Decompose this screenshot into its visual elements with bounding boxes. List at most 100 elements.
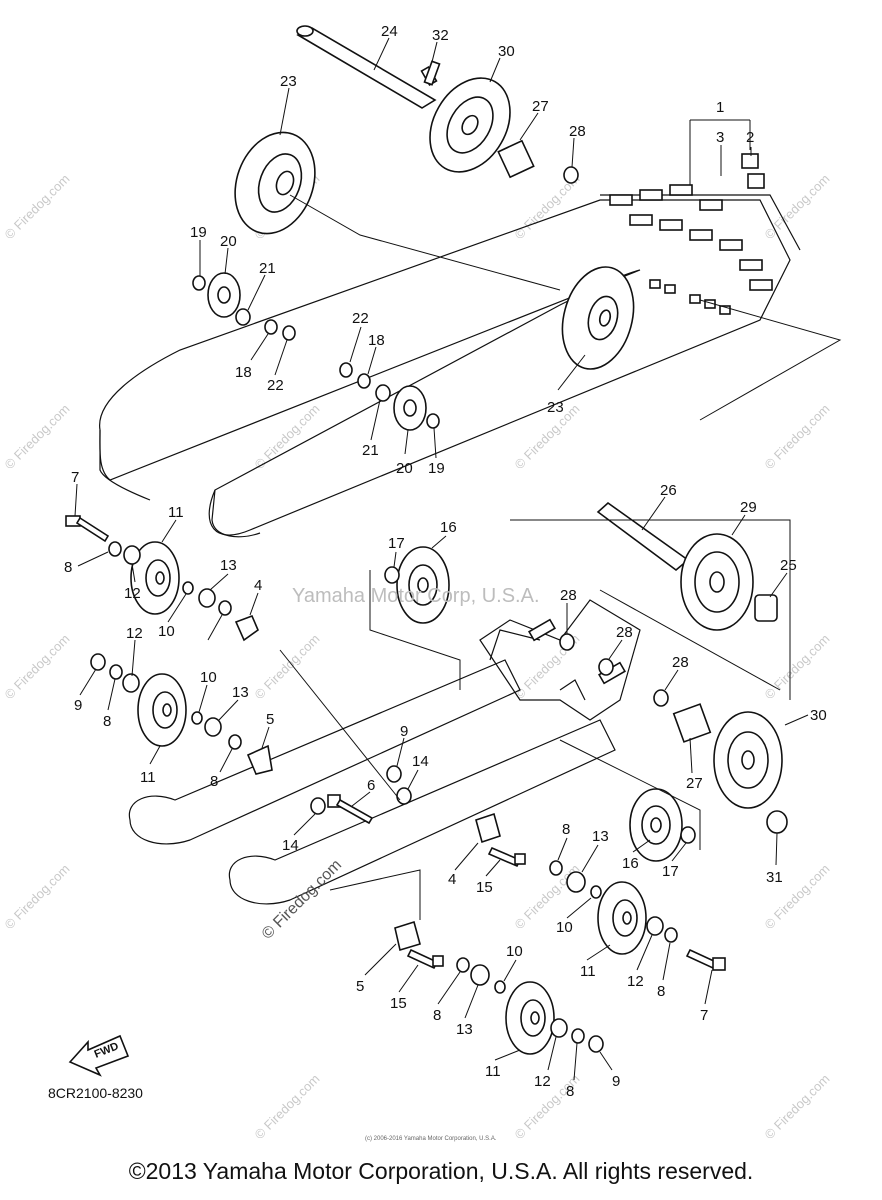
- wheel-23-left: [234, 131, 316, 235]
- callout-11: 11: [140, 769, 156, 786]
- callout-8: 8: [566, 1083, 574, 1100]
- washer-8-g: [456, 957, 470, 973]
- nut-9-a: [90, 653, 106, 671]
- wheel-30-lower: [713, 711, 783, 809]
- washer-8-d: [228, 734, 242, 750]
- spacer-12-a: [123, 545, 141, 565]
- wheel-11-d: [505, 981, 555, 1055]
- bracket-5-b: [394, 920, 421, 952]
- bracket-4-a: [234, 614, 259, 642]
- washer-17-lower: [680, 826, 696, 844]
- watermark: © Firedog.com: [762, 631, 833, 702]
- callout-9: 9: [612, 1073, 620, 1090]
- callout-13: 13: [232, 684, 249, 701]
- nut-9-c: [588, 1035, 604, 1053]
- washer-8-a: [108, 541, 122, 557]
- clip-32: [423, 60, 441, 86]
- callout-22: 22: [267, 377, 284, 394]
- track-belt: [99, 184, 801, 538]
- callout-3: 3: [716, 129, 724, 146]
- center-watermark: Yamaha Motor Corp, U.S.A.: [292, 585, 540, 607]
- callout-4: 4: [254, 577, 262, 594]
- callout-28: 28: [560, 587, 577, 604]
- callout-1: 1: [716, 99, 724, 116]
- copyright-footer: ©2013 Yamaha Motor Corporation, U.S.A. A…: [128, 1158, 754, 1184]
- callout-28: 28: [616, 624, 633, 641]
- spacer-12-b: [122, 673, 140, 693]
- bushing-13-d: [470, 964, 490, 986]
- callout-13: 13: [592, 828, 609, 845]
- callout-27: 27: [686, 775, 703, 792]
- watermark: © Firedog.com: [252, 401, 323, 472]
- callout-23: 23: [280, 73, 297, 90]
- callout-20: 20: [220, 233, 237, 250]
- washer-17-upper: [384, 566, 400, 584]
- callout-12: 12: [627, 973, 644, 990]
- track-clips: [741, 153, 765, 189]
- bracket-4-b: [475, 812, 501, 844]
- nut-9-b: [386, 765, 402, 783]
- spacer-12-c: [646, 916, 664, 936]
- callout-8: 8: [657, 983, 665, 1000]
- washer-28-top: [563, 166, 579, 184]
- wheel-11-b: [137, 673, 187, 747]
- callout-11: 11: [485, 1063, 501, 1080]
- watermark: © Firedog.com: [2, 171, 73, 242]
- shaft-26: [596, 501, 690, 572]
- callout-25: 25: [780, 557, 797, 574]
- callout-16: 16: [622, 855, 639, 872]
- watermark: © Firedog.com: [762, 401, 833, 472]
- collar-27-top: [497, 139, 535, 179]
- callout-19: 19: [190, 224, 207, 241]
- washers-28: [559, 633, 669, 707]
- washer-8-e: [549, 860, 563, 876]
- callout-23: 23: [547, 399, 564, 416]
- nut-31: [766, 810, 788, 834]
- callout-28: 28: [672, 654, 689, 671]
- watermark: © Firedog.com: [762, 171, 833, 242]
- bolt-15-a: [487, 846, 526, 868]
- callout-29: 29: [740, 499, 757, 516]
- callout-13: 13: [456, 1021, 473, 1038]
- callout-8: 8: [64, 559, 72, 576]
- callout-28: 28: [569, 123, 586, 140]
- washer-8-f: [664, 927, 678, 943]
- callout-7: 7: [71, 469, 79, 486]
- callout-6: 6: [367, 777, 375, 794]
- callout-31: 31: [766, 869, 783, 886]
- callout-17: 17: [388, 535, 405, 552]
- part-code: 8CR2100-8230: [48, 1085, 143, 1101]
- callout-12: 12: [534, 1073, 551, 1090]
- bearing-parts-center: [339, 362, 440, 431]
- suspension-frame: [128, 599, 641, 905]
- collar-27-lower: [672, 703, 712, 743]
- callout-9: 9: [400, 723, 408, 740]
- callout-12: 12: [126, 625, 143, 642]
- bolt-7-upper: [65, 515, 110, 543]
- watermark-grid: © Firedog.com © Firedog.com © Firedog.co…: [2, 171, 833, 1142]
- assembly-outlines: [279, 194, 842, 920]
- callout-5: 5: [266, 711, 274, 728]
- watermark: © Firedog.com: [252, 631, 323, 702]
- fwd-arrow-icon: FWD: [68, 1034, 130, 1077]
- washer-8-c: [109, 664, 123, 680]
- callout-7: 7: [700, 1007, 708, 1024]
- watermark: © Firedog.com: [2, 861, 73, 932]
- wheel-29: [680, 533, 754, 631]
- leader-lines: [74, 37, 809, 1081]
- watermark: © Firedog.com: [2, 631, 73, 702]
- bushing-13-b: [204, 717, 222, 737]
- bolt-7-lower: [685, 948, 726, 971]
- callout-14: 14: [282, 837, 299, 854]
- nut-14-a: [396, 787, 412, 805]
- bearing-parts-left: [192, 272, 296, 341]
- callout-27: 27: [532, 98, 549, 115]
- small-credit: (c) 2006-2016 Yamaha Motor Corporation, …: [365, 1136, 497, 1142]
- callout-21: 21: [259, 260, 276, 277]
- collar-25: [754, 594, 778, 622]
- bracket-5-a: [246, 744, 273, 775]
- callout-8: 8: [210, 773, 218, 790]
- callout-14: 14: [412, 753, 429, 770]
- callout-30: 30: [498, 43, 515, 60]
